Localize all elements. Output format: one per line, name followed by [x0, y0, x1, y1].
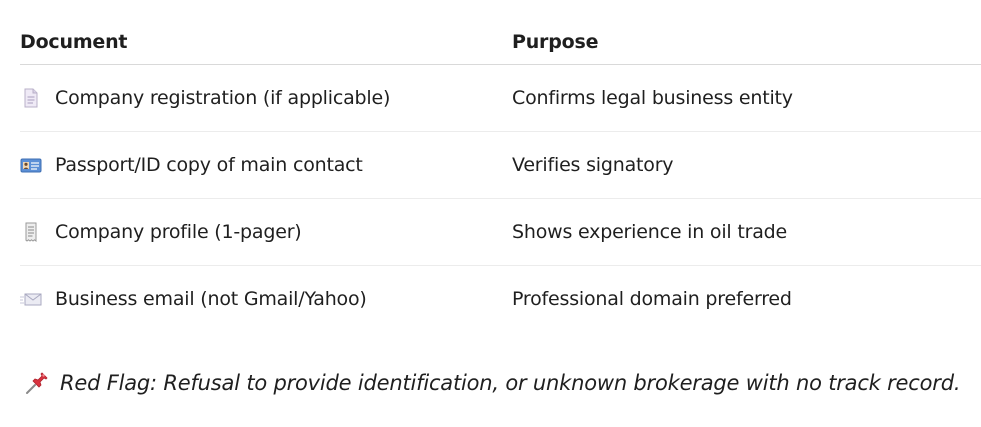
table-row: Company registration (if applicable) Con… — [20, 64, 981, 132]
id-card-icon — [20, 158, 42, 173]
header-purpose: Purpose — [512, 20, 981, 65]
page-facing-up-icon — [24, 88, 38, 108]
document-cell: Company profile (1-pager) — [20, 198, 512, 266]
document-name: Company registration (if applicable) — [55, 87, 391, 109]
purpose-cell: Professional domain preferred — [512, 288, 792, 310]
document-name: Business email (not Gmail/Yahoo) — [55, 288, 367, 310]
table-row: Company profile (1-pager) Shows experien… — [20, 198, 981, 266]
document-cell: Business email (not Gmail/Yahoo) — [20, 266, 512, 333]
pushpin-icon — [26, 372, 48, 394]
receipt-icon — [25, 222, 37, 242]
red-flag-note: Red Flag: Refusal to provide identificat… — [24, 370, 960, 396]
document-name: Company profile (1-pager) — [55, 221, 302, 243]
document-cell: Passport/ID copy of main contact — [20, 131, 512, 199]
envelope-icon — [20, 293, 42, 306]
purpose-cell: Confirms legal business entity — [512, 64, 981, 132]
note-text: Red Flag: Refusal to provide identificat… — [60, 371, 961, 395]
document-cell: Company registration (if applicable) — [20, 64, 512, 132]
purpose-cell: Verifies signatory — [512, 131, 981, 199]
table-row: Passport/ID copy of main contact Verifie… — [20, 131, 981, 199]
header-document: Document — [20, 20, 512, 65]
document-name: Passport/ID copy of main contact — [55, 154, 363, 176]
documents-table: Document Purpose Company registration (i… — [20, 20, 981, 332]
purpose-cell: Shows experience in oil trade — [512, 198, 981, 266]
table-header-row: Document Purpose — [20, 20, 981, 65]
table-row: Business email (not Gmail/Yahoo) Profess… — [20, 266, 981, 333]
